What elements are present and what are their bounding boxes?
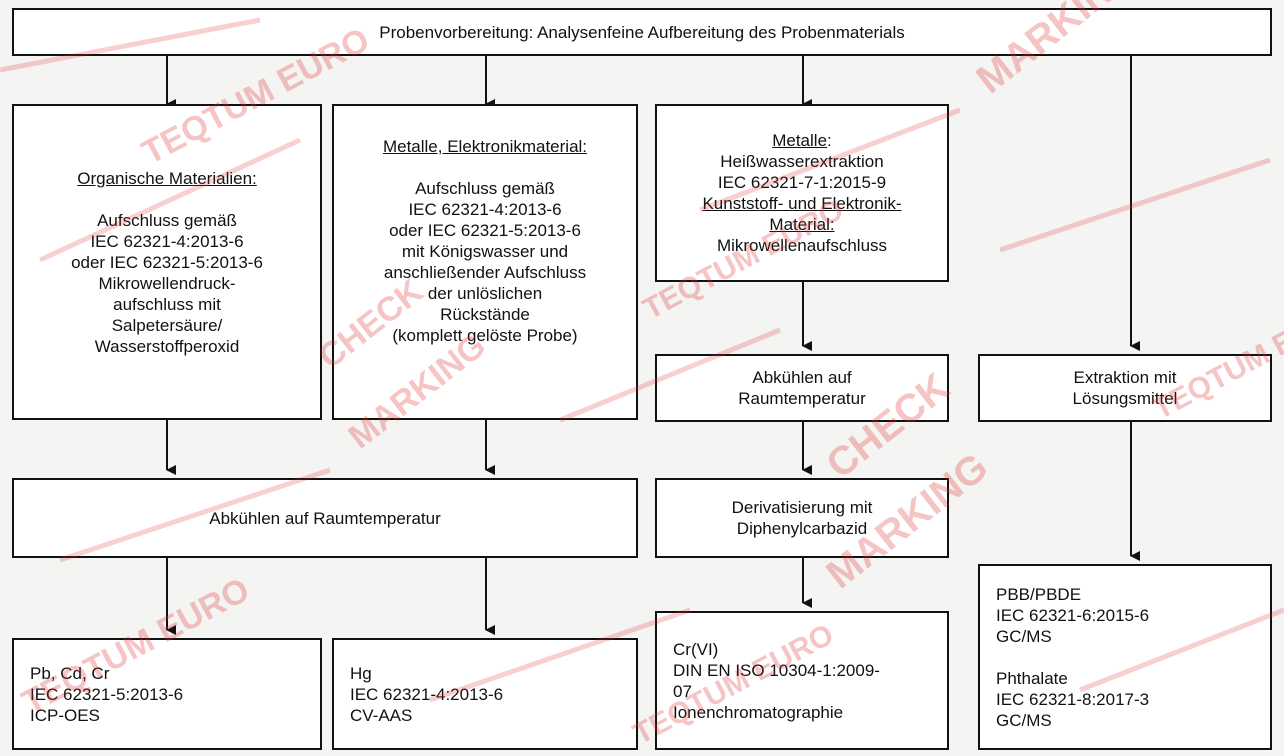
organic-line: Salpetersäure/ (111, 315, 223, 335)
result-box-hg: Hg IEC 62321-4:2013-6 CV-AAS (332, 638, 638, 750)
metals-line: oder IEC 62321-5:2013-6 (389, 221, 581, 240)
metals-heading-line: Metalle: (772, 130, 832, 151)
organic-materials-heading: Organische Materialien: (77, 168, 257, 188)
result-line: GC/MS (996, 710, 1052, 730)
derivatization-line: Diphenylcarbazid (736, 519, 868, 538)
result-line: 07 (673, 681, 692, 701)
plastic-electronics-heading-2: Material: (769, 215, 835, 234)
organic-materials-box: Organische Materialien: Aufschluss gemäß… (12, 104, 322, 420)
metals-electronics-box: Metalle, Elektronikmaterial: Aufschluss … (332, 104, 638, 420)
result-line: Phthalate (996, 668, 1068, 688)
result-line: PBB/PBDE (996, 584, 1082, 604)
organic-line: Wasserstoffperoxid (94, 336, 240, 356)
header-box: Probenvorbereitung: Analysenfeine Aufber… (12, 8, 1272, 56)
metals-line: mit Königswasser und (401, 242, 569, 261)
microwave-line: Mikrowellenaufschluss (716, 236, 888, 255)
cooling-box-col3: Abkühlen auf Raumtemperatur (655, 354, 949, 422)
metals-electronics-heading: Metalle, Elektronikmaterial: (382, 137, 588, 156)
metals-line: anschließender Aufschluss (383, 263, 587, 282)
solvent-extraction-box: Extraktion mit Lösungsmittel (978, 354, 1272, 422)
organic-line: IEC 62321-4:2013-6 (90, 231, 244, 251)
metals-line: Aufschluss gemäß (415, 179, 555, 198)
cooling-line: Abkühlen auf (752, 368, 852, 387)
cooling-box-shared: Abkühlen auf Raumtemperatur (12, 478, 638, 558)
header-text: Probenvorbereitung: Analysenfeine Aufber… (379, 22, 905, 42)
organic-line: Mikrowellendruck- (98, 273, 236, 293)
cooling-line: Raumtemperatur (738, 389, 866, 408)
result-line: IEC 62321-5:2013-6 (30, 684, 184, 704)
result-line: Cr(VI) (673, 639, 719, 659)
organic-line: oder IEC 62321-5:2013-6 (71, 252, 263, 272)
result-line: IEC 62321-8:2017-3 (996, 689, 1150, 709)
result-box-pbb-phthalate: PBB/PBDE IEC 62321-6:2015-6 GC/MS Phthal… (978, 564, 1272, 750)
result-line: Ionenchromatographie (673, 702, 844, 722)
cooling-shared-text: Abkühlen auf Raumtemperatur (209, 508, 441, 528)
solvent-line: Extraktion mit (1073, 368, 1177, 387)
organic-line: Aufschluss gemäß (97, 210, 237, 230)
derivatization-line: Derivatisierung mit (731, 498, 873, 517)
result-box-pb-cd-cr: Pb, Cd, Cr IEC 62321-5:2013-6 ICP-OES (12, 638, 322, 750)
metals-line: der unlöslichen (427, 284, 543, 303)
result-line: IEC 62321-4:2013-6 (350, 684, 504, 704)
result-line: IEC 62321-6:2015-6 (996, 605, 1150, 625)
derivatization-box: Derivatisierung mit Diphenylcarbazid (655, 478, 949, 558)
result-box-cr6: Cr(VI) DIN EN ISO 10304-1:2009- 07 Ionen… (655, 611, 949, 750)
result-line: Hg (350, 663, 372, 683)
result-line: ICP-OES (30, 705, 100, 725)
result-line: CV-AAS (350, 705, 413, 725)
metals-line: Rückstände (440, 305, 530, 324)
metals-line: (komplett gelöste Probe) (392, 326, 578, 345)
plastic-electronics-heading: Kunststoff- und Elektronik- (702, 194, 902, 213)
extraction-line: IEC 62321-7-1:2015-9 (717, 173, 887, 192)
metals-line: IEC 62321-4:2013-6 (408, 200, 562, 219)
result-line: GC/MS (996, 626, 1052, 646)
result-line: DIN EN ISO 10304-1:2009- (673, 660, 880, 680)
metals-heading-colon: : (827, 131, 832, 150)
result-line: Pb, Cd, Cr (30, 663, 110, 683)
solvent-line: Lösungsmittel (1072, 389, 1178, 408)
extraction-line: Heißwasserextraktion (720, 152, 884, 171)
hot-water-extraction-box: Metalle: Heißwasserextraktion IEC 62321-… (655, 104, 949, 282)
organic-line: aufschluss mit (113, 294, 221, 314)
metals-heading: Metalle (772, 131, 828, 150)
